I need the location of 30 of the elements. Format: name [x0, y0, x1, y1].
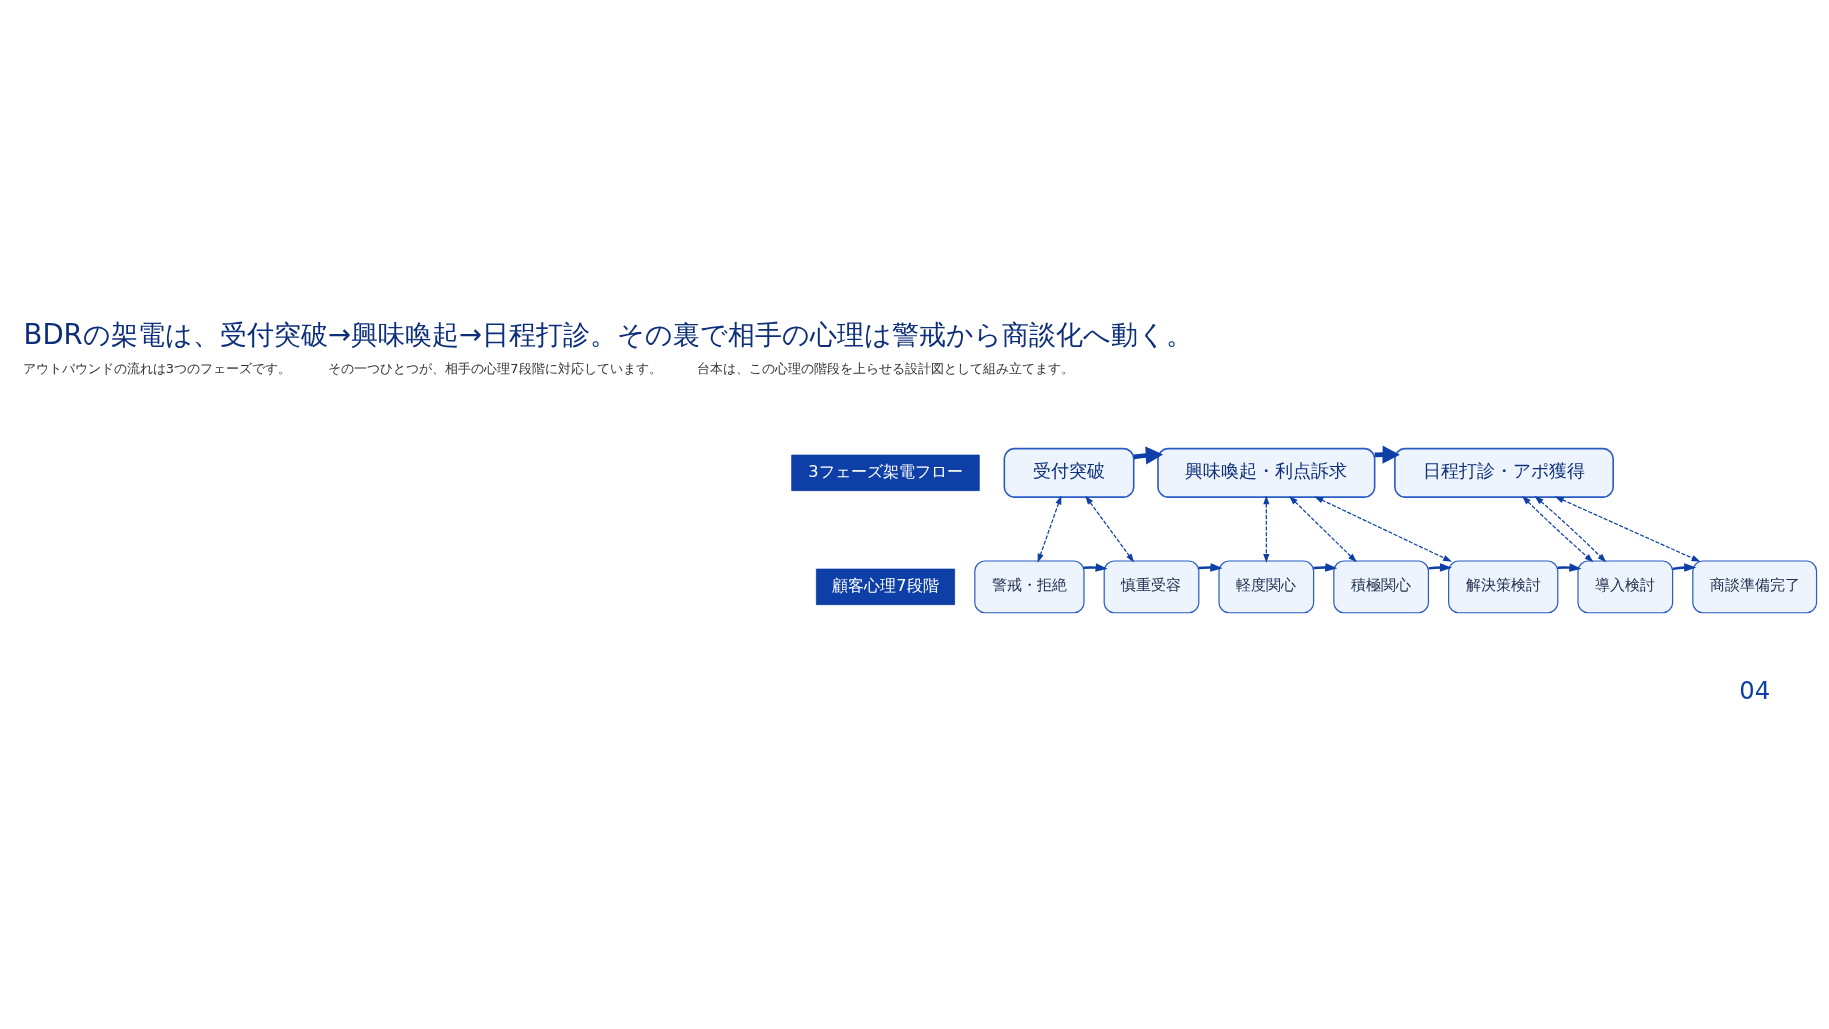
label: 台本は、この心理の階段を上らせる設計図として組み立てます。 — [696, 361, 1074, 377]
arrow — [1288, 495, 1357, 563]
node-box: 導入検討 — [1576, 560, 1673, 614]
label: 04 — [1738, 676, 1770, 706]
arrow — [1084, 495, 1134, 563]
node-box: 商談準備完了 — [1691, 560, 1817, 614]
node-box: 顧客心理7段階 — [815, 568, 955, 606]
label: アウトバウンドの流れは3つのフェーズです。 — [22, 361, 291, 377]
arrow — [1262, 495, 1269, 563]
arrow — [1083, 563, 1108, 572]
arrow — [1534, 496, 1606, 563]
arrow — [1313, 563, 1337, 572]
arrow — [1521, 495, 1593, 563]
node-box: 興味喚起・利点訴求 — [1156, 447, 1375, 498]
node-box: 軽度関心 — [1217, 560, 1314, 614]
arrow — [1557, 563, 1582, 572]
diagram-title: BDRの架電は、受付突破→興味喚起→日程打診。その裏で相手の心理は警戒から商談化へ動く。 — [23, 318, 1193, 351]
arrow — [1427, 563, 1452, 572]
arrow — [1313, 496, 1452, 562]
node-box: 解決策検討 — [1447, 560, 1558, 614]
node-box: 日程打診・アポ獲得 — [1393, 447, 1614, 498]
node-box: 慎重受容 — [1103, 560, 1199, 614]
node-box: 3フェーズ架電フロー — [790, 454, 980, 492]
node-box: 警戒・拒絶 — [973, 560, 1085, 614]
node-box: 受付突破 — [1003, 447, 1134, 498]
label: その一つひとつが、相手の心理7段階に対応しています。 — [327, 361, 662, 377]
node-box: 積極関心 — [1332, 560, 1429, 614]
arrow — [1554, 496, 1700, 562]
arrow — [1037, 495, 1061, 563]
arrow — [1198, 563, 1222, 572]
